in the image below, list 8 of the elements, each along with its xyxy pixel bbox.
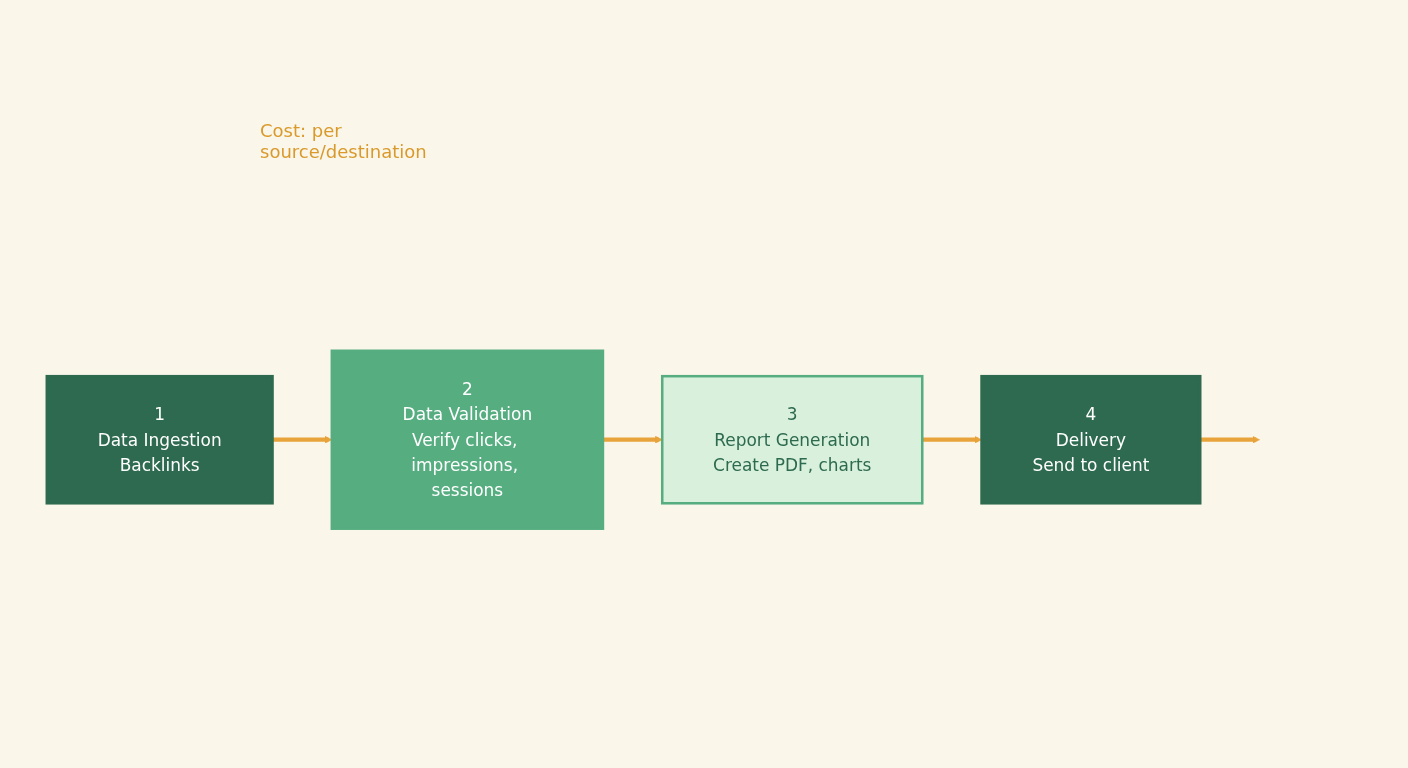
arrow	[922, 436, 982, 444]
node-box: 4 Delivery Send to client	[980, 375, 1202, 505]
node-box: 2 Data Validation Verify clicks, impressions, sessions	[330, 349, 605, 531]
note-text: Cost: per source/destination	[260, 120, 428, 162]
arrow	[1200, 436, 1260, 444]
node-box: 1 Data Ingestion Backlinks	[45, 375, 274, 505]
arrow	[602, 436, 663, 444]
node-box: 3 Report Generation Create PDF, charts	[660, 375, 924, 505]
